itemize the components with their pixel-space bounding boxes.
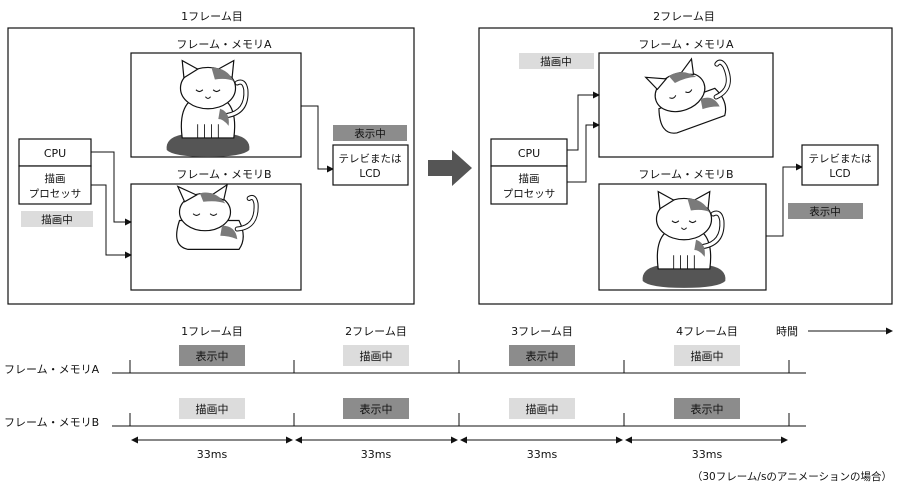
row-a-state-bg [343, 345, 409, 366]
frame1-memB-label: フレーム・メモリB [176, 168, 271, 181]
row-b-state: 表示中 [360, 402, 393, 416]
frame1-display-badge-bg [333, 125, 407, 141]
row-b-state: 描画中 [526, 402, 559, 416]
footnote: （30フレーム/sのアニメーションの場合） [692, 470, 892, 483]
row-a-state-bg [509, 345, 575, 366]
tick-marks [129, 360, 790, 426]
timeline-frame-label: 1フレーム目 [181, 325, 243, 338]
timeline-frame-label: 4フレーム目 [676, 325, 738, 338]
row-a-state-bg [674, 345, 740, 366]
timeline-frame-label: 2フレーム目 [345, 325, 407, 338]
frame2-gpu-line2: プロセッサ [503, 188, 556, 200]
frame1-drawing-badge: 描画中 [41, 213, 73, 226]
frame2-lcd-box [801, 144, 879, 186]
frame1-drawing-badge-bg [21, 211, 93, 227]
frame2-cpu-box [490, 138, 568, 167]
frame2-title: 2フレーム目 [653, 10, 715, 23]
frame2-cpu-label: CPU [518, 147, 540, 160]
frame1-gpu-line1: 描画 [45, 172, 66, 185]
frame2-lcd-line1: テレビまたは [809, 153, 872, 165]
frame1-cpu-to-memA-arrow [91, 151, 132, 226]
time-axis-label: 時間 [776, 325, 798, 338]
frame2-gpu-box [490, 165, 568, 205]
frame2-panel [478, 27, 893, 305]
row-b-state-bg [179, 398, 245, 419]
frame1-lcd-box [332, 144, 409, 186]
transition-arrow [428, 150, 472, 186]
frame1-gpu-line2: プロセッサ [29, 188, 82, 200]
row-b-state: 描画中 [196, 402, 229, 416]
frame1-panel [7, 27, 415, 305]
duration-label: 33ms [361, 448, 392, 461]
duration-label: 33ms [197, 448, 228, 461]
frame2-memB-label: フレーム・メモリB [638, 168, 733, 181]
row-b-state-bg [674, 398, 740, 419]
row-a-state-bg [179, 345, 245, 366]
frame2-lcd-line2: LCD [829, 168, 850, 180]
frame1-memA-label: フレーム・メモリA [176, 38, 272, 51]
frame1-title: 1フレーム目 [181, 10, 243, 23]
row-b-state-bg [509, 398, 575, 419]
duration-label: 33ms [692, 448, 723, 461]
timeline: 1フレーム目 2フレーム目 3フレーム目 4フレーム目 時間 フレーム・メモリA… [4, 325, 893, 483]
frame2-drawing-badge-bg [519, 53, 594, 69]
duration-label: 33ms [527, 448, 558, 461]
row-a-state: 描画中 [691, 349, 724, 363]
row-a-state: 描画中 [360, 349, 393, 363]
frame2-display-badge-bg [788, 203, 863, 219]
row-a-state: 表示中 [196, 349, 229, 363]
frame2-memA-label: フレーム・メモリA [638, 38, 734, 51]
row-b-state: 表示中 [691, 402, 724, 416]
frame2-memB-to-lcd-arrow [766, 163, 803, 237]
frame1-cpu-label: CPU [44, 147, 66, 160]
frame2-gpu-line1: 描画 [519, 172, 540, 185]
frame2-drawing-badge: 描画中 [540, 55, 572, 68]
frame1-lcd-line1: テレビまたは [339, 153, 402, 165]
row-b-label: フレーム・メモリB [4, 416, 99, 429]
row-b-state-bg [343, 398, 409, 419]
frame2-display-badge: 表示中 [809, 205, 841, 218]
frame2-gpu-to-memA-arrow [567, 121, 600, 183]
frame1-display-badge: 表示中 [354, 127, 386, 140]
row-a-state: 表示中 [526, 349, 559, 363]
row-a-label: フレーム・メモリA [4, 363, 100, 376]
timeline-frame-label: 3フレーム目 [511, 325, 573, 338]
frame1-gpu-box [18, 165, 92, 205]
frame1-gpu-to-memB-arrow [91, 184, 132, 259]
frame2-cpu-to-memA-arrow [567, 91, 600, 151]
frame1-memA-to-lcd-arrow [301, 105, 334, 173]
frame1-lcd-line2: LCD [359, 168, 380, 180]
